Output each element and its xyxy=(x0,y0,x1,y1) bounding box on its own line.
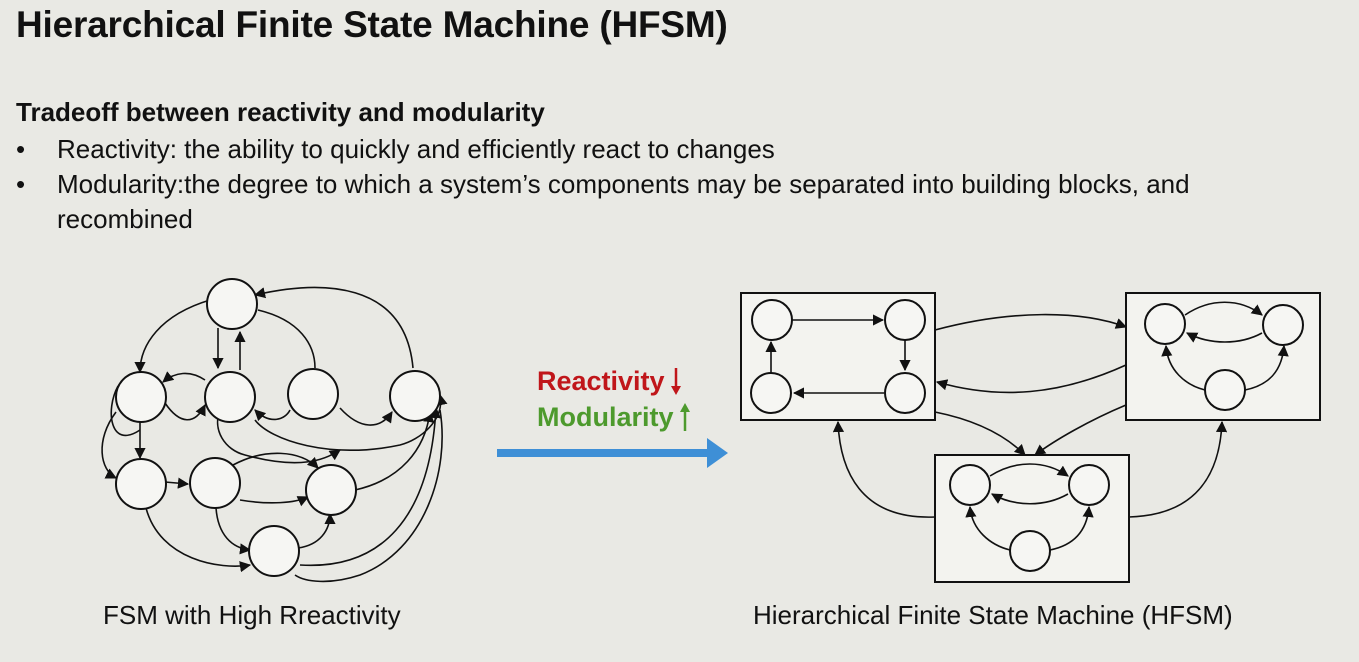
state-node xyxy=(115,458,167,510)
caption-hfsm: Hierarchical Finite State Machine (HFSM) xyxy=(753,600,1233,630)
state-node xyxy=(884,299,926,341)
state-node xyxy=(204,371,256,423)
bullet-reactivity: Reactivity: the ability to quickly and e… xyxy=(16,132,1316,167)
state-node xyxy=(750,372,792,414)
reactivity-indicator: Reactivity xyxy=(537,366,683,397)
state-node xyxy=(949,464,991,506)
state-node xyxy=(1204,369,1246,411)
page-title: Hierarchical Finite State Machine (HFSM) xyxy=(16,4,728,45)
caption-flat-fsm: FSM with High Rreactivity xyxy=(103,600,401,630)
state-node xyxy=(206,278,258,330)
state-node xyxy=(305,464,357,516)
arrow-down-icon xyxy=(670,368,681,395)
bullet-modularity: Modularity:the degree to which a system’… xyxy=(16,167,1316,237)
state-node xyxy=(248,525,300,577)
arrow-up-icon xyxy=(679,403,690,431)
bullet-list: Reactivity: the ability to quickly and e… xyxy=(16,132,1316,237)
state-node xyxy=(287,368,339,420)
arrow-right-icon xyxy=(497,438,728,468)
state-node xyxy=(1009,530,1051,572)
state-node xyxy=(884,372,926,414)
reactivity-label: Reactivity xyxy=(537,366,665,396)
state-node xyxy=(115,371,167,423)
flat-fsm-graph xyxy=(101,278,448,583)
modularity-indicator: Modularity xyxy=(537,402,692,433)
state-node xyxy=(751,299,793,341)
state-node xyxy=(189,457,241,509)
section-heading: Tradeoff between reactivity and modulari… xyxy=(16,97,545,127)
state-node xyxy=(1068,464,1110,506)
state-node xyxy=(1144,303,1186,345)
state-node xyxy=(389,370,441,422)
hfsm-graph xyxy=(740,292,1321,583)
state-node xyxy=(1262,304,1304,346)
modularity-label: Modularity xyxy=(537,402,674,432)
